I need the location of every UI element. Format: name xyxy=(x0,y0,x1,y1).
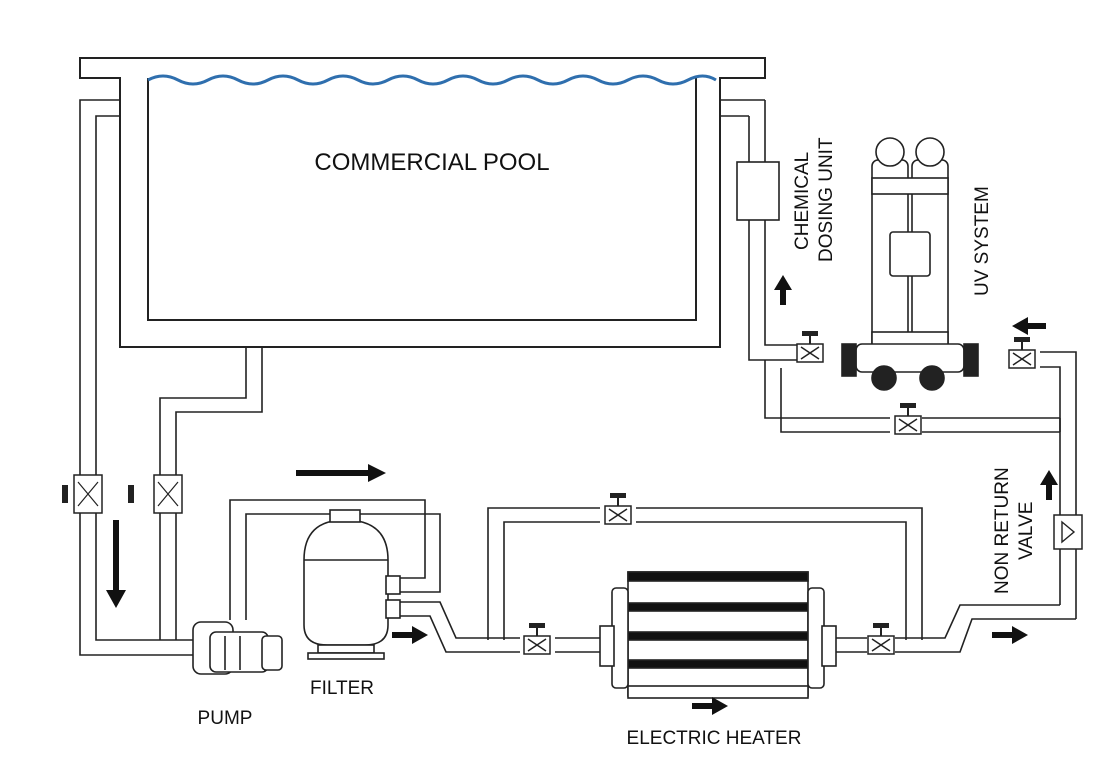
pool-label: COMMERCIAL POOL xyxy=(314,149,549,176)
uv-inlet-valve xyxy=(796,330,824,363)
pipes xyxy=(79,99,1077,656)
chemical-label-line2: DOSING UNIT xyxy=(816,137,837,262)
uv-label: UV SYSTEM xyxy=(972,186,993,296)
water-surface xyxy=(147,74,717,86)
heater-inlet-valve xyxy=(523,622,551,655)
heater-outlet-valve xyxy=(867,622,895,655)
arrow-up-chem xyxy=(774,275,792,305)
arrow-left-uv xyxy=(1012,317,1046,335)
arrow-right-filter xyxy=(392,626,428,644)
left-return-valve xyxy=(62,474,103,514)
heater-label: ELECTRIC HEATER xyxy=(627,728,802,749)
nrv-label-line2: VALVE xyxy=(1016,502,1037,560)
filter-label: FILTER xyxy=(310,678,374,699)
uv-bypass-valve xyxy=(894,402,922,435)
nrv-label-line1: NON RETURN xyxy=(992,467,1013,594)
drain-valve xyxy=(128,474,183,514)
chemical-label-line1: CHEMICAL xyxy=(792,152,813,250)
sand-filter xyxy=(303,509,401,660)
chemical-dosing-unit xyxy=(736,161,780,221)
arrow-right-outlet xyxy=(992,626,1028,644)
arrow-right-heater xyxy=(692,697,728,715)
pump xyxy=(192,621,283,675)
commercial-pool: COMMERCIAL POOL xyxy=(79,57,766,348)
pump-label: PUMP xyxy=(198,708,253,729)
uv-system xyxy=(841,137,979,391)
flow-arrows xyxy=(106,275,1058,715)
arrow-right-top xyxy=(296,464,386,482)
uv-outlet-valve xyxy=(1008,336,1036,369)
non-return-valve xyxy=(1053,514,1083,550)
electric-heater xyxy=(599,571,837,699)
heater-bypass-valve xyxy=(604,492,632,525)
arrow-up-nrv xyxy=(1040,470,1058,500)
arrow-down-left xyxy=(106,520,126,608)
